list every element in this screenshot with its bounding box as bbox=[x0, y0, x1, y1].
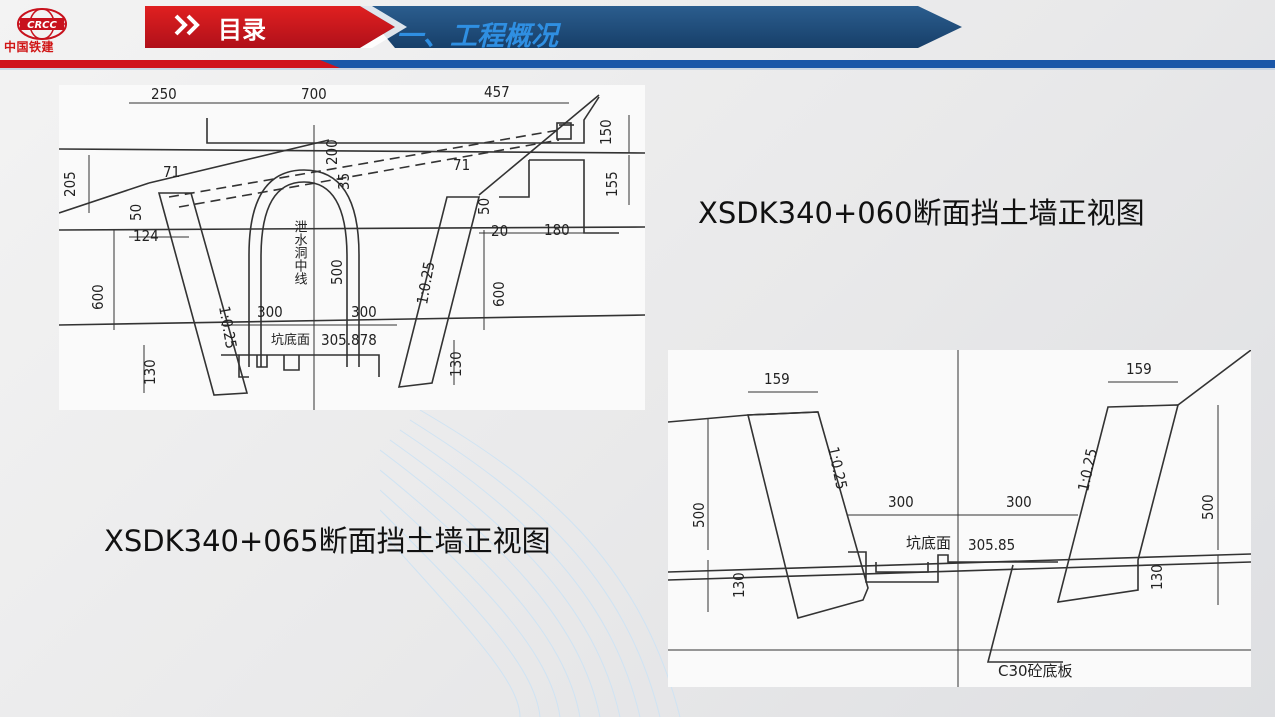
pit-elev-1: 305.878 bbox=[321, 331, 377, 349]
slope-left-2: 1:0.25 bbox=[824, 445, 851, 491]
dim-250: 250 bbox=[151, 85, 177, 103]
dim-155: 155 bbox=[603, 171, 621, 197]
section-title: 一、工程概况 bbox=[396, 21, 558, 52]
dim-130-right: 130 bbox=[447, 351, 465, 377]
dim-150: 150 bbox=[597, 119, 615, 145]
slope-right: 1:0.25 bbox=[413, 260, 438, 306]
pit-label-1: 坑底面 bbox=[271, 332, 310, 348]
dim-500-right: 500 bbox=[1199, 494, 1217, 520]
dim-457: 457 bbox=[484, 85, 510, 101]
dim-130-left-2: 130 bbox=[730, 572, 748, 598]
dim-130-right-2: 130 bbox=[1148, 564, 1166, 590]
dim-500: 500 bbox=[328, 259, 346, 285]
dim-159-right: 159 bbox=[1126, 360, 1152, 378]
dim-600-right: 600 bbox=[490, 281, 508, 307]
dim-20: 20 bbox=[491, 222, 508, 240]
dim-500-left: 500 bbox=[690, 502, 708, 528]
logo-text: 中国铁建 bbox=[4, 40, 55, 54]
pit-label-2: 坑底面 bbox=[906, 534, 951, 552]
drawing-xsdk340-060: 250 700 457 150 155 205 71 71 50 50 124 … bbox=[59, 85, 645, 410]
dim-300-left-2: 300 bbox=[888, 493, 914, 511]
dim-124: 124 bbox=[133, 227, 159, 245]
centerline-label: 泄水洞中线 bbox=[292, 220, 308, 285]
logo-mark-text: CRCC bbox=[27, 20, 57, 31]
dim-71-left: 71 bbox=[163, 163, 180, 181]
drawing2-svg: 159 159 1:0.25 1:0.25 300 300 500 500 13… bbox=[668, 350, 1251, 687]
dim-50-right: 50 bbox=[475, 198, 493, 215]
dim-200: 200 bbox=[323, 139, 341, 165]
slab-label: C30砼底板 bbox=[998, 662, 1073, 680]
slope-right-2: 1:0.25 bbox=[1074, 447, 1101, 493]
header-banner bbox=[0, 6, 1275, 70]
dim-35: 35 bbox=[335, 173, 353, 190]
dim-205: 205 bbox=[61, 171, 79, 197]
dim-71-right: 71 bbox=[453, 156, 470, 174]
dim-600-left: 600 bbox=[89, 284, 107, 310]
dim-300-left: 300 bbox=[257, 303, 283, 321]
dim-159-left: 159 bbox=[764, 370, 790, 388]
pit-elev-2: 305.85 bbox=[968, 536, 1015, 554]
dim-700: 700 bbox=[301, 85, 327, 103]
nav-contents-button[interactable]: 目录 bbox=[218, 16, 266, 44]
drawing-xsdk340-065: 159 159 1:0.25 1:0.25 300 300 500 500 13… bbox=[668, 350, 1251, 687]
double-chevron-icon bbox=[174, 14, 200, 36]
crcc-logo: CRCC bbox=[17, 8, 67, 40]
caption-xsdk340-065: XSDK340+065断面挡土墙正视图 bbox=[104, 524, 551, 558]
caption-xsdk340-060: XSDK340+060断面挡土墙正视图 bbox=[698, 196, 1145, 230]
dim-130-left: 130 bbox=[141, 359, 159, 385]
drawing1-svg: 250 700 457 150 155 205 71 71 50 50 124 … bbox=[59, 85, 645, 410]
background-swirl-decoration bbox=[380, 409, 681, 717]
dim-300-right: 300 bbox=[351, 303, 377, 321]
dim-180: 180 bbox=[544, 221, 570, 239]
dim-300-right-2: 300 bbox=[1006, 493, 1032, 511]
dim-50-left: 50 bbox=[127, 204, 145, 221]
slope-left: 1:0.25 bbox=[215, 305, 240, 351]
